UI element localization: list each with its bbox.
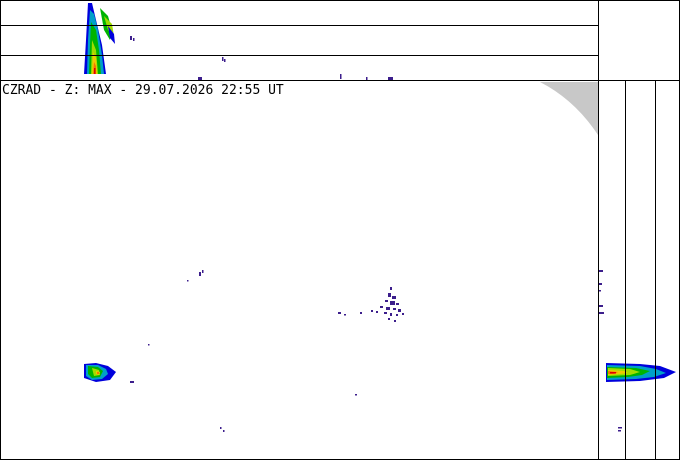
- main-echo-cell-west: [84, 363, 134, 383]
- no-coverage-area: [540, 82, 598, 135]
- right-profile-echo: [598, 270, 676, 432]
- main-echo-scatter-center: [338, 287, 404, 322]
- top-profile-echo: [84, 3, 393, 80]
- map-title: CZRAD - Z: MAX - 29.07.2026 22:55 UT: [2, 83, 284, 98]
- main-echo-scatter-misc: [148, 270, 357, 432]
